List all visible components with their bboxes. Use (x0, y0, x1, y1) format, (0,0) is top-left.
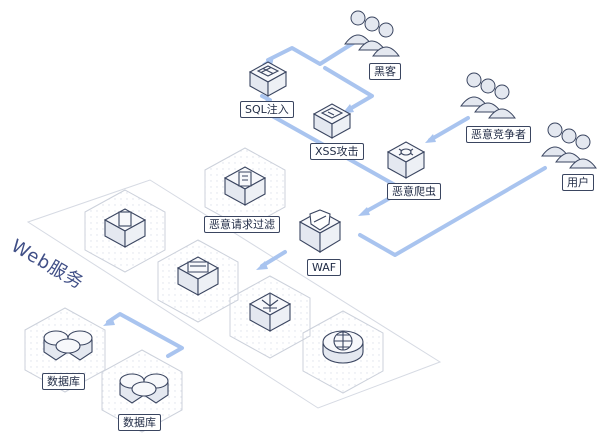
bug-icon (398, 148, 414, 156)
arrow-to-service (256, 261, 268, 270)
crawler-node (386, 141, 426, 179)
crawler-to-waf-line (363, 196, 392, 214)
arrow-to-crawler (425, 134, 436, 143)
code-window-icon (320, 107, 344, 119)
web-service-panel (26, 179, 442, 409)
request-filter-node (223, 166, 267, 206)
database-label-1: 数据库 (42, 373, 85, 390)
crawler-label: 恶意爬虫 (387, 183, 441, 200)
competitor-avatar-group (460, 72, 516, 119)
page-icon (118, 211, 132, 227)
sql-injection-label: SQL注入 (240, 101, 294, 118)
server-icon (187, 261, 209, 273)
database-label-2: 数据库 (118, 414, 161, 431)
user-avatar-group (541, 122, 597, 169)
hacker-label: 黑客 (369, 63, 401, 80)
table-icon (256, 65, 280, 77)
user-label: 用户 (562, 174, 594, 191)
network-icon (261, 294, 279, 312)
xss-label: XSS攻击 (310, 143, 364, 160)
database-node-1 (43, 330, 93, 361)
database-node-2 (119, 373, 169, 404)
waf-label: WAF (307, 259, 342, 276)
xss-node (312, 103, 352, 139)
competitor-flow-line (428, 116, 470, 142)
sql-injection-node (248, 61, 288, 97)
hacker-flow-line (266, 40, 357, 66)
service-node-1 (103, 208, 147, 248)
arrow-to-waf (358, 207, 370, 216)
service-node-3 (248, 292, 292, 332)
service-to-db-line (106, 312, 184, 358)
hacker-to-xss-line (323, 66, 374, 112)
request-filter-label: 恶意请求过滤 (204, 216, 280, 233)
shield-icon (309, 209, 331, 231)
arrow-to-database (103, 317, 115, 326)
hacker-avatar-group (344, 10, 400, 57)
globe-icon (333, 331, 353, 351)
waf-node (298, 209, 342, 253)
document-icon (238, 171, 252, 187)
competitor-label: 恶意竞争者 (466, 126, 531, 143)
user-flow-line (358, 166, 547, 257)
service-node-2 (176, 256, 220, 296)
service-node-4 (322, 330, 364, 364)
hex-pads (24, 147, 384, 433)
flow-lines (106, 40, 547, 358)
